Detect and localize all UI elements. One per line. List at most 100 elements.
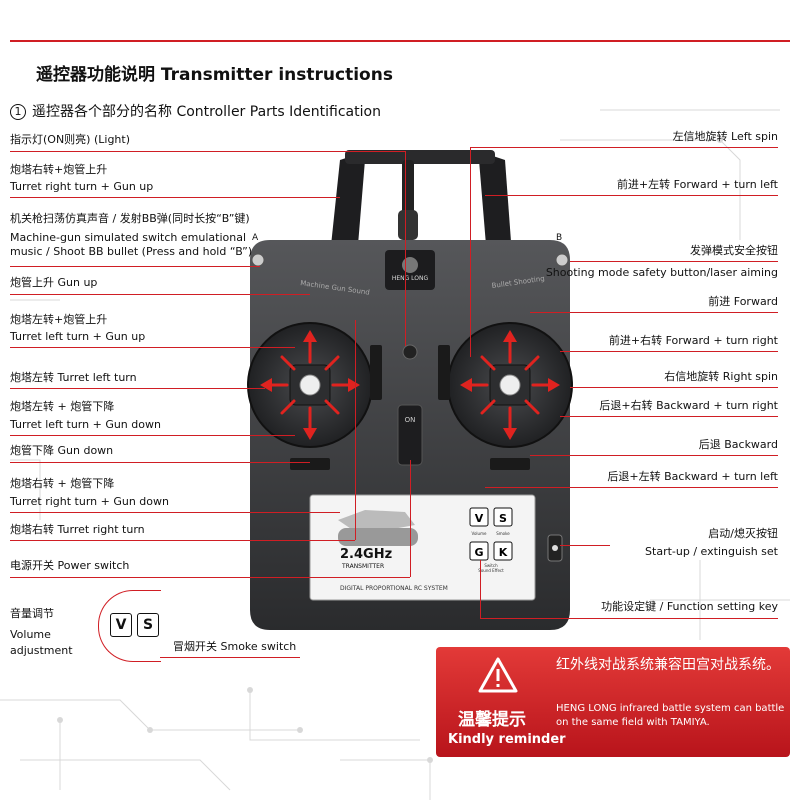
label-gun-down: 炮管下降 Gun down	[10, 444, 114, 457]
key-s-caption: Smoke	[496, 531, 510, 536]
leader-line	[570, 261, 778, 262]
label-startup-zh: 启动/熄灭按钮	[708, 527, 778, 540]
label-volume-zh: 音量调节	[10, 607, 54, 620]
label-function-key: 功能设定键 / Function setting key	[601, 600, 778, 613]
key-v-caption: Volume	[472, 531, 487, 536]
leader-line	[480, 618, 778, 619]
leader-line	[410, 460, 411, 577]
reminder-notice: 温馨提示 Kindly reminder 红外线对战系统兼容田宫对战系统。 HE…	[436, 647, 790, 757]
notice-title-en: Kindly reminder	[448, 732, 566, 747]
key-k: K	[499, 546, 508, 559]
label-backward: 后退 Backward	[698, 438, 778, 451]
leader-line	[560, 545, 610, 546]
leader-line	[570, 387, 778, 388]
leader-line	[10, 388, 265, 389]
label-turret-right-gun-up-zh: 炮塔右转+炮管上升	[10, 163, 108, 176]
power-on-label: ON	[405, 416, 416, 424]
label-turret-right-gun-up-en: Turret right turn + Gun up	[10, 180, 154, 193]
label-left-spin: 左信地旋转 Left spin	[672, 130, 778, 143]
leader-line	[485, 195, 778, 196]
leader-line	[355, 320, 356, 540]
notice-text-en: HENG LONG infrared battle system can bat…	[556, 703, 785, 728]
key-k-caption: Sound Effect	[478, 568, 504, 573]
leader-line	[560, 351, 778, 352]
leader-line	[10, 347, 295, 348]
b-button[interactable]	[555, 253, 569, 267]
label-gun-up: 炮管上升 Gun up	[10, 276, 98, 289]
a-button-label: A	[252, 233, 259, 243]
label-turret-left-gun-up-zh: 炮塔左转+炮管上升	[10, 313, 108, 326]
section-subtitle: 1 遥控器各个部分的名称 Controller Parts Identificat…	[10, 101, 381, 121]
key-s: S	[499, 512, 507, 525]
label-backward-left: 后退+左转 Backward + turn left	[607, 470, 778, 483]
label-turret-left: 炮塔左转 Turret left turn	[10, 371, 137, 384]
volume-key[interactable]: V	[110, 613, 132, 637]
carry-handle	[330, 155, 365, 255]
label-safety-en: Shooting mode safety button/laser aiming	[545, 266, 778, 279]
label-turret-left-gun-down-zh: 炮塔左转 + 炮管下降	[10, 400, 115, 413]
brand-logo: HENG LONG	[392, 275, 429, 282]
leader-line	[10, 266, 260, 267]
label-backward-right: 后退+右转 Backward + turn right	[599, 399, 778, 412]
function-keys[interactable]: V S G K	[469, 507, 513, 561]
label-turret-right-gun-down-en: Turret right turn + Gun down	[10, 495, 169, 508]
leader-line	[530, 455, 778, 456]
leader-line	[405, 151, 406, 346]
leader-line	[10, 512, 340, 513]
key-v: V	[475, 512, 484, 525]
leader-line	[10, 577, 410, 578]
leader-line	[560, 416, 778, 417]
leader-line	[10, 151, 405, 152]
leader-line	[470, 147, 471, 357]
leader-line	[160, 657, 300, 658]
key-g-caption: Switch	[484, 563, 498, 568]
label-light: 指示灯(ON则亮) (Light)	[10, 133, 131, 146]
left-stick[interactable]	[299, 374, 321, 396]
label-turret-left-gun-down-en: Turret left turn + Gun down	[10, 418, 161, 431]
leader-line	[470, 147, 778, 148]
leader-line	[10, 540, 355, 541]
controller-illustration: HENG LONG Machine Gun Sound Bullet Shoot…	[247, 150, 573, 630]
label-turret-left-gun-up-en: Turret left turn + Gun up	[10, 330, 146, 343]
right-gimbal-arrows	[460, 330, 560, 440]
label-forward-left: 前进+左转 Forward + turn left	[616, 178, 778, 191]
freq-sub-label: TRANSMITTER	[341, 563, 384, 570]
leader-line	[480, 560, 481, 618]
smoke-key[interactable]: S	[137, 613, 159, 637]
leader-line	[10, 294, 310, 295]
indicator-light	[402, 344, 418, 360]
b-button-label: B	[556, 233, 562, 243]
label-right-spin: 右信地旋转 Right spin	[664, 370, 778, 383]
label-turret-right: 炮塔右转 Turret right turn	[10, 523, 145, 536]
label-machine-gun-en: Machine-gun simulated switch emulational…	[10, 231, 253, 258]
section-title: 遥控器各个部分的名称 Controller Parts Identificati…	[32, 104, 381, 120]
leader-line	[10, 462, 310, 463]
label-turret-right-gun-down-zh: 炮塔右转 + 炮管下降	[10, 477, 115, 490]
power-switch[interactable]	[397, 404, 423, 466]
label-volume-en: Volume adjustment	[10, 628, 73, 657]
right-stick[interactable]	[499, 374, 521, 396]
label-startup-en: Start-up / extinguish set	[645, 545, 778, 558]
label-machine-gun-zh: 机关枪扫荡仿真声音 / 发射BB弹(同时长按“B”键)	[10, 212, 250, 225]
leader-line	[10, 197, 340, 198]
section-number: 1	[10, 104, 26, 120]
leader-line	[485, 487, 778, 488]
page-title: 遥控器功能说明 Transmitter instructions	[36, 65, 393, 85]
label-forward: 前进 Forward	[708, 295, 778, 308]
vs-bracket	[98, 590, 161, 662]
notice-text-zh: 红外线对战系统兼容田宫对战系统。	[556, 657, 780, 673]
key-g: G	[474, 546, 483, 559]
label-forward-right: 前进+右转 Forward + turn right	[608, 334, 778, 347]
label-power-switch: 电源开关 Power switch	[10, 559, 130, 572]
notice-title-zh: 温馨提示	[458, 710, 526, 730]
label-safety-zh: 发弹模式安全按钮	[690, 244, 778, 257]
leader-line	[530, 312, 778, 313]
system-text: DIGITAL PROPORTIONAL RC SYSTEM	[340, 585, 448, 592]
label-smoke-switch: 冒烟开关 Smoke switch	[173, 640, 297, 653]
warning-icon	[478, 657, 518, 693]
leader-line	[10, 435, 295, 436]
top-rule	[10, 40, 790, 42]
freq-label: 2.4GHz	[340, 547, 392, 562]
